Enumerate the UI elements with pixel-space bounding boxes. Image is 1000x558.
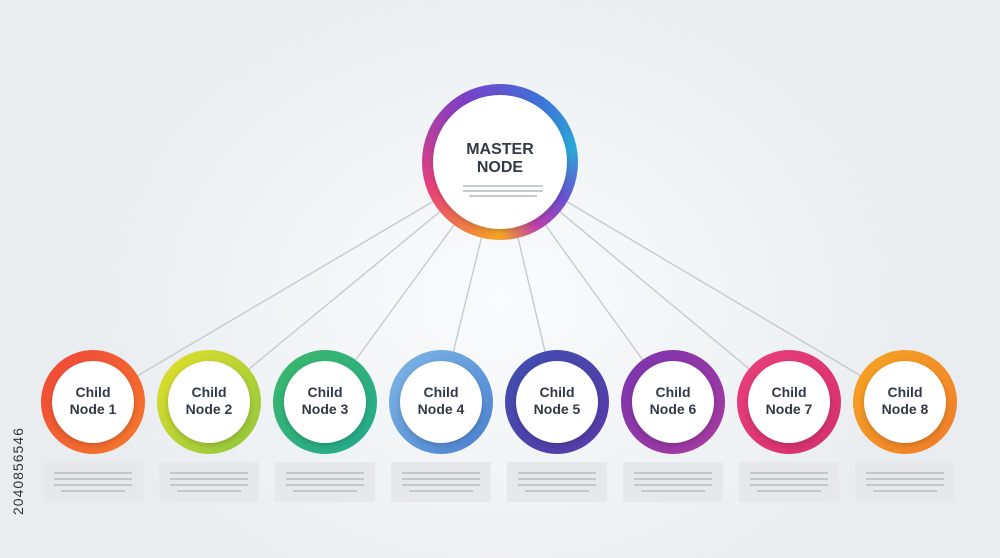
- child-label-line2: Node 5: [533, 401, 581, 417]
- connector-line-8: [566, 201, 861, 377]
- child-label-line1: Child: [887, 384, 923, 400]
- child-label-line2: Node 6: [649, 401, 697, 417]
- child-description-box-8: [855, 462, 955, 502]
- child-label-line1: Child: [655, 384, 691, 400]
- child-description-box-5: [507, 462, 607, 502]
- master-title-line2: NODE: [476, 159, 524, 176]
- child-description-box-1: [43, 462, 143, 502]
- child-description-box-4: [391, 462, 491, 502]
- child-label-line2: Node 4: [417, 401, 465, 417]
- child-label-line2: Node 8: [881, 401, 929, 417]
- connector-line-1: [137, 201, 434, 377]
- connector-line-6: [545, 224, 644, 361]
- connector-line-4: [452, 237, 483, 352]
- child-description-box-7: [739, 462, 839, 502]
- child-label-line2: Node 7: [765, 401, 813, 417]
- master-node-title: MASTER NODE: [433, 141, 567, 177]
- child-description-box-2: [159, 462, 259, 502]
- master-description-placeholder: [463, 185, 543, 200]
- master-node[interactable]: MASTER NODE: [422, 84, 578, 240]
- child-label-line1: Child: [307, 384, 343, 400]
- connector-line-2: [248, 211, 441, 370]
- connector-line-3: [355, 224, 455, 361]
- child-description-box-3: [275, 462, 375, 502]
- connector-line-5: [517, 237, 546, 352]
- master-node-body: MASTER NODE: [433, 95, 567, 229]
- child-label-line2: Node 3: [301, 401, 349, 417]
- child-label-line2: Node 2: [185, 401, 233, 417]
- child-label-line1: Child: [539, 384, 575, 400]
- child-label-line2: Node 1: [69, 401, 117, 417]
- master-title-line1: MASTER: [466, 141, 534, 158]
- connector-line-7: [559, 211, 750, 370]
- child-label-line1: Child: [771, 384, 807, 400]
- stock-id: 2040856546: [10, 427, 26, 515]
- child-label-line1: Child: [191, 384, 227, 400]
- child-label-line1: Child: [75, 384, 111, 400]
- child-description-box-6: [623, 462, 723, 502]
- child-label-line1: Child: [423, 384, 459, 400]
